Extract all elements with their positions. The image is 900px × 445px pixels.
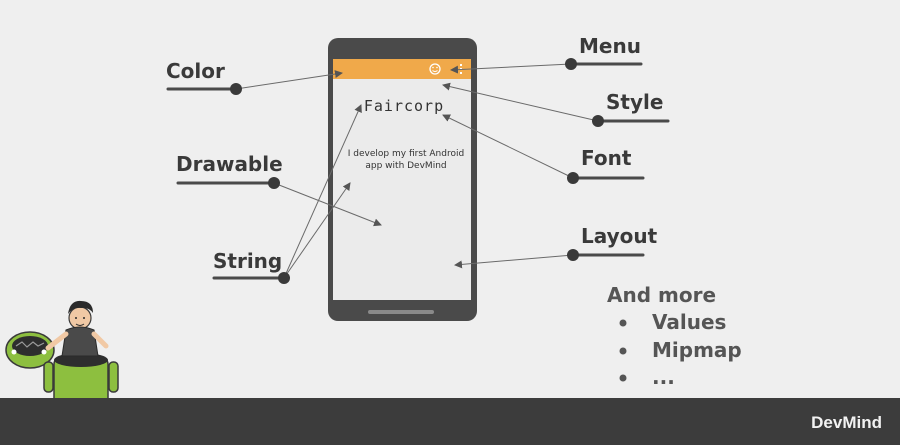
connector-dots: [230, 58, 604, 284]
app-body-line-1: I develop my first Android: [348, 149, 464, 159]
label-string: String: [213, 249, 282, 273]
more-item-ellipsis: ...: [652, 365, 675, 389]
footer-bar: DevMind: [0, 398, 900, 445]
more-item-mipmap: Mipmap: [652, 338, 742, 362]
drawable-connector: [273, 182, 382, 227]
string-connector-title: [283, 104, 362, 279]
bullet: [619, 374, 627, 382]
home-indicator: [368, 310, 434, 314]
developer-figure-icon: [45, 300, 109, 357]
label-color: Color: [166, 59, 225, 83]
string-connector-body: [283, 182, 351, 279]
app-body-line-2: app with DevMind: [365, 161, 446, 171]
bullet: [619, 347, 627, 355]
app-toolbar: [333, 59, 471, 79]
label-font: Font: [581, 146, 632, 170]
more-heading: And more: [607, 283, 716, 307]
smiley-icon: [429, 63, 441, 75]
label-style: Style: [606, 90, 663, 114]
connector-lines: [235, 63, 599, 279]
color-connector: [235, 70, 343, 90]
label-layout: Layout: [581, 224, 658, 248]
brand-logo-text: DevMind: [811, 413, 882, 432]
font-connector: [442, 114, 574, 179]
phone-mockup: Faircorp I develop my first Android app …: [328, 38, 477, 321]
phone-screen: [333, 59, 471, 300]
label-menu: Menu: [579, 34, 641, 58]
bullet: [619, 319, 627, 327]
label-underlines: [166, 62, 670, 280]
more-item-values: Values: [652, 310, 726, 334]
style-connector: [442, 82, 599, 122]
label-drawable: Drawable: [176, 152, 283, 176]
app-title: Faircorp: [364, 97, 444, 115]
more-list: Values Mipmap ...: [619, 310, 742, 389]
menu-connector: [450, 63, 572, 74]
layout-connector: [454, 254, 574, 269]
